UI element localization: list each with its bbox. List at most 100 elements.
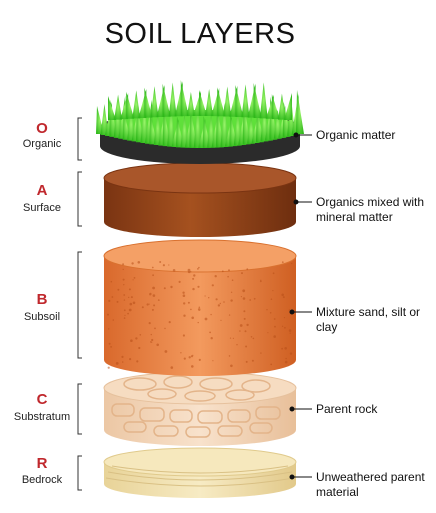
soil-speckle (289, 352, 293, 355)
grass-blade (126, 91, 135, 119)
layer-name-substratum: Substratum (13, 411, 71, 423)
soil-speckle (172, 269, 176, 272)
soil-speckle (178, 280, 181, 283)
soil-speckle (132, 301, 136, 305)
soil-speckle (148, 303, 150, 305)
soil-speckle (110, 346, 112, 348)
soil-speckle (154, 327, 156, 330)
soil-speckle (191, 316, 194, 320)
soil-speckle (242, 297, 246, 300)
soil-speckle (220, 319, 222, 321)
grass-blade (132, 90, 141, 119)
grass-blade (108, 96, 116, 120)
soil-speckle (272, 290, 274, 292)
grass-blade (271, 94, 280, 120)
soil-speckle (157, 299, 160, 301)
soil-speckle (152, 286, 156, 290)
soil-speckle (163, 287, 166, 290)
soil-speckle (128, 288, 131, 291)
soil-speckle (149, 293, 152, 296)
soil-speckle (243, 317, 246, 320)
soil-speckle (156, 343, 159, 347)
soil-speckle (190, 271, 192, 273)
soil-speckle (168, 264, 170, 266)
soil-speckle (131, 262, 134, 265)
bedrock-layer (103, 447, 297, 498)
soil-speckle (132, 279, 134, 281)
soil-speckle (208, 297, 210, 299)
soil-speckle (283, 317, 286, 319)
soil-speckle (204, 295, 206, 297)
soil-speckle (217, 304, 221, 307)
soil-speckle (223, 301, 225, 303)
soil-speckle (210, 313, 212, 316)
layer-name-surface: Surface (23, 202, 61, 214)
soil-speckle (232, 337, 234, 339)
soil-speckle (192, 277, 195, 280)
grass-blade (220, 102, 229, 147)
soil-speckle (214, 275, 217, 278)
soil-speckle (107, 366, 110, 369)
soil-speckle (281, 325, 284, 327)
soil-speckle (273, 335, 277, 338)
grass-blade (186, 92, 195, 117)
soil-speckle (210, 337, 213, 340)
grass-blade (120, 93, 129, 120)
soil-speckle (211, 284, 214, 287)
soil-speckle (267, 332, 269, 334)
soil-speckle (249, 299, 252, 301)
soil-speckle (122, 268, 124, 271)
soil-speckle (284, 326, 286, 329)
soil-speckle (116, 300, 119, 303)
leader-lines (289, 132, 312, 480)
soil-speckle (227, 275, 229, 278)
soil-speckle (107, 313, 109, 316)
layer-letter-r: R (36, 455, 48, 472)
grass-blade (144, 87, 153, 118)
soil-speckle (170, 285, 173, 289)
grass-blade (156, 84, 165, 117)
grass-blade (180, 80, 189, 117)
soil-speckle (228, 314, 231, 316)
surface-layer (103, 162, 297, 237)
grass-blade (211, 88, 220, 117)
soil-speckle (281, 293, 285, 297)
soil-speckle (219, 302, 221, 305)
substratum-layer (103, 371, 297, 446)
soil-speckle (209, 331, 212, 334)
grass-blade (277, 93, 286, 120)
soil-speckle (108, 342, 111, 345)
soil-speckle (204, 317, 208, 321)
soil-speckle (230, 299, 233, 302)
soil-speckle (162, 264, 165, 267)
soil-speckle (284, 360, 288, 364)
grass-blade (284, 93, 292, 120)
diagram-title: SOIL LAYERS (104, 18, 296, 50)
soil-speckle (288, 309, 291, 311)
soil-speckle (187, 301, 190, 304)
grass-blade (193, 104, 202, 148)
soil-speckle (281, 347, 283, 350)
layer-letter-b: B (36, 291, 48, 308)
soil-speckle (285, 357, 287, 360)
soil-speckle (183, 302, 186, 305)
soil-speckle (187, 268, 191, 272)
soil-speckle (221, 270, 224, 273)
grass-blade (180, 113, 189, 148)
soil-speckle (270, 298, 273, 301)
layer-name-bedrock: Bedrock (21, 474, 63, 486)
grass-blade (138, 88, 147, 118)
soil-speckle (272, 272, 275, 275)
soil-speckle (270, 363, 273, 366)
soil-speckle (151, 308, 154, 311)
soil-speckle (229, 337, 232, 339)
soil-speckle (164, 350, 168, 353)
layer-description-subsoil: Mixture sand, silt or clay (316, 305, 421, 334)
soil-speckle (244, 330, 247, 333)
soil-speckle (123, 309, 126, 312)
soil-speckle (182, 294, 186, 298)
grass-blade (140, 101, 149, 143)
soil-speckle (141, 306, 144, 309)
grass-blade (150, 86, 159, 118)
grass-blade (192, 91, 201, 117)
